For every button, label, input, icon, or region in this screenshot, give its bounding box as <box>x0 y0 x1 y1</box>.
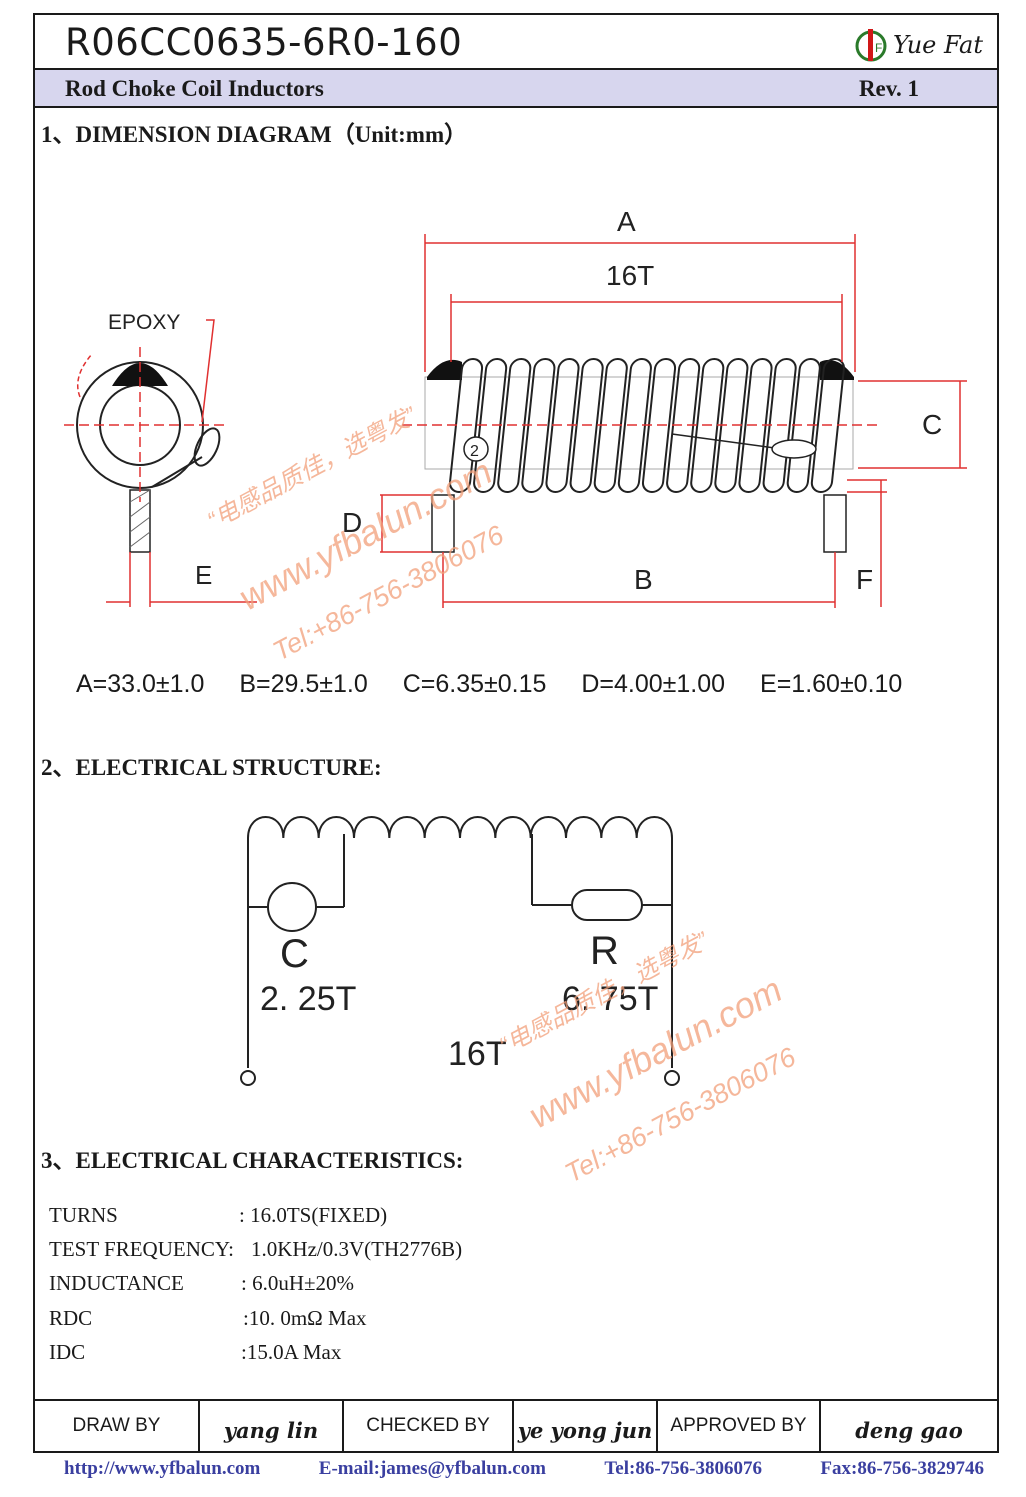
email-link[interactable]: E-mail:james@yfbalun.com <box>318 1458 546 1479</box>
char-value: :15.0A Max <box>241 1340 342 1364</box>
section-characteristics-title: 3、ELECTRICAL CHARACTERISTICS: <box>41 1148 464 1173</box>
label-b: B <box>634 564 653 595</box>
dimension-diagram: EPOXY E 2 <box>64 206 967 608</box>
dim-b: B=29.5±1.0 <box>239 670 368 698</box>
part-number: R06CC0635-6R0-160 <box>65 21 463 64</box>
section-dimension-title: 1、DIMENSION DIAGRAM（Unit:mm） <box>41 122 468 147</box>
revision: Rev. 1 <box>858 76 919 101</box>
struct-total-turns: 16T <box>448 1035 507 1073</box>
dim-e: E=1.60±0.10 <box>760 670 903 698</box>
label-epoxy: EPOXY <box>108 311 180 334</box>
electrical-structure: C 2. 25T R 6. 75T 16T <box>240 816 680 1086</box>
telephone: Tel:86-756-3806076 <box>604 1458 762 1479</box>
yuefat-logo-icon: F <box>855 29 887 62</box>
draw-by-signature: yang lin <box>200 1401 344 1451</box>
side-view: EPOXY E <box>64 311 257 607</box>
char-key: INDUCTANCE <box>49 1271 184 1295</box>
draw-by-label: DRAW BY <box>35 1401 200 1451</box>
contact-bar: http://www.yfbalun.com E-mail:james@yfba… <box>64 1458 984 1480</box>
struct-c-turns: 2. 25T <box>260 980 356 1018</box>
char-value: : 16.0TS(FIXED) <box>239 1203 388 1227</box>
char-key: RDC <box>49 1306 93 1330</box>
epoxy-blob <box>112 363 168 386</box>
label-16t: 16T <box>606 260 654 291</box>
char-key: IDC <box>49 1340 86 1364</box>
website-link[interactable]: http://www.yfbalun.com <box>64 1458 261 1479</box>
char-value: 1.0KHz/0.3V(TH2776B) <box>251 1237 463 1261</box>
coil-front-view: 2 A <box>342 206 967 608</box>
pin-2-label: 2 <box>470 443 479 460</box>
signoff-row: DRAW BY yang lin CHECKED BY ye yong jun … <box>35 1399 997 1451</box>
char-value: :10. 0mΩ Max <box>243 1306 367 1330</box>
approved-by-signature: deng gao <box>855 1417 963 1443</box>
struct-c-label: C <box>280 932 309 976</box>
product-subtitle: Rod Choke Coil Inductors <box>65 76 324 101</box>
label-c: C <box>922 409 942 440</box>
dimension-values: A=33.0±1.0 B=29.5±1.0 C=6.35±0.15 D=4.00… <box>76 670 924 699</box>
capacitor-symbol <box>267 882 317 932</box>
brand-name: Yue Fat <box>892 31 983 59</box>
dim-c: C=6.35±0.15 <box>402 670 547 698</box>
resistor-symbol <box>571 889 643 921</box>
dim-d: D=4.00±1.00 <box>581 670 726 698</box>
brand-logo: F Yue Fat <box>853 27 983 63</box>
label-a: A <box>617 206 636 237</box>
char-key: TURNS <box>49 1203 118 1227</box>
struct-r-label: R <box>590 929 619 973</box>
fax: Fax:86-756-3829746 <box>820 1458 984 1479</box>
checked-by-signature: ye yong jun <box>514 1401 658 1451</box>
char-value: : 6.0uH±20% <box>241 1271 355 1295</box>
char-key: TEST FREQUENCY: <box>49 1237 234 1261</box>
struct-r-turns: 6. 75T <box>562 980 658 1018</box>
dim-a: A=33.0±1.0 <box>76 670 205 698</box>
label-d: D <box>342 507 362 538</box>
section-structure-title: 2、ELECTRICAL STRUCTURE: <box>41 755 382 780</box>
svg-text:F: F <box>875 41 882 55</box>
label-e: E <box>195 560 212 590</box>
label-f: F <box>856 564 873 595</box>
approved-by-label: APPROVED BY <box>658 1401 821 1451</box>
title-bar: R06CC0635-6R0-160 F Yue Fat <box>35 15 997 70</box>
datasheet-frame: R06CC0635-6R0-160 F Yue Fat Rod Choke Co… <box>33 13 999 1453</box>
subtitle-band: Rod Choke Coil Inductors Rev. 1 <box>35 70 997 108</box>
checked-by-label: CHECKED BY <box>344 1401 514 1451</box>
